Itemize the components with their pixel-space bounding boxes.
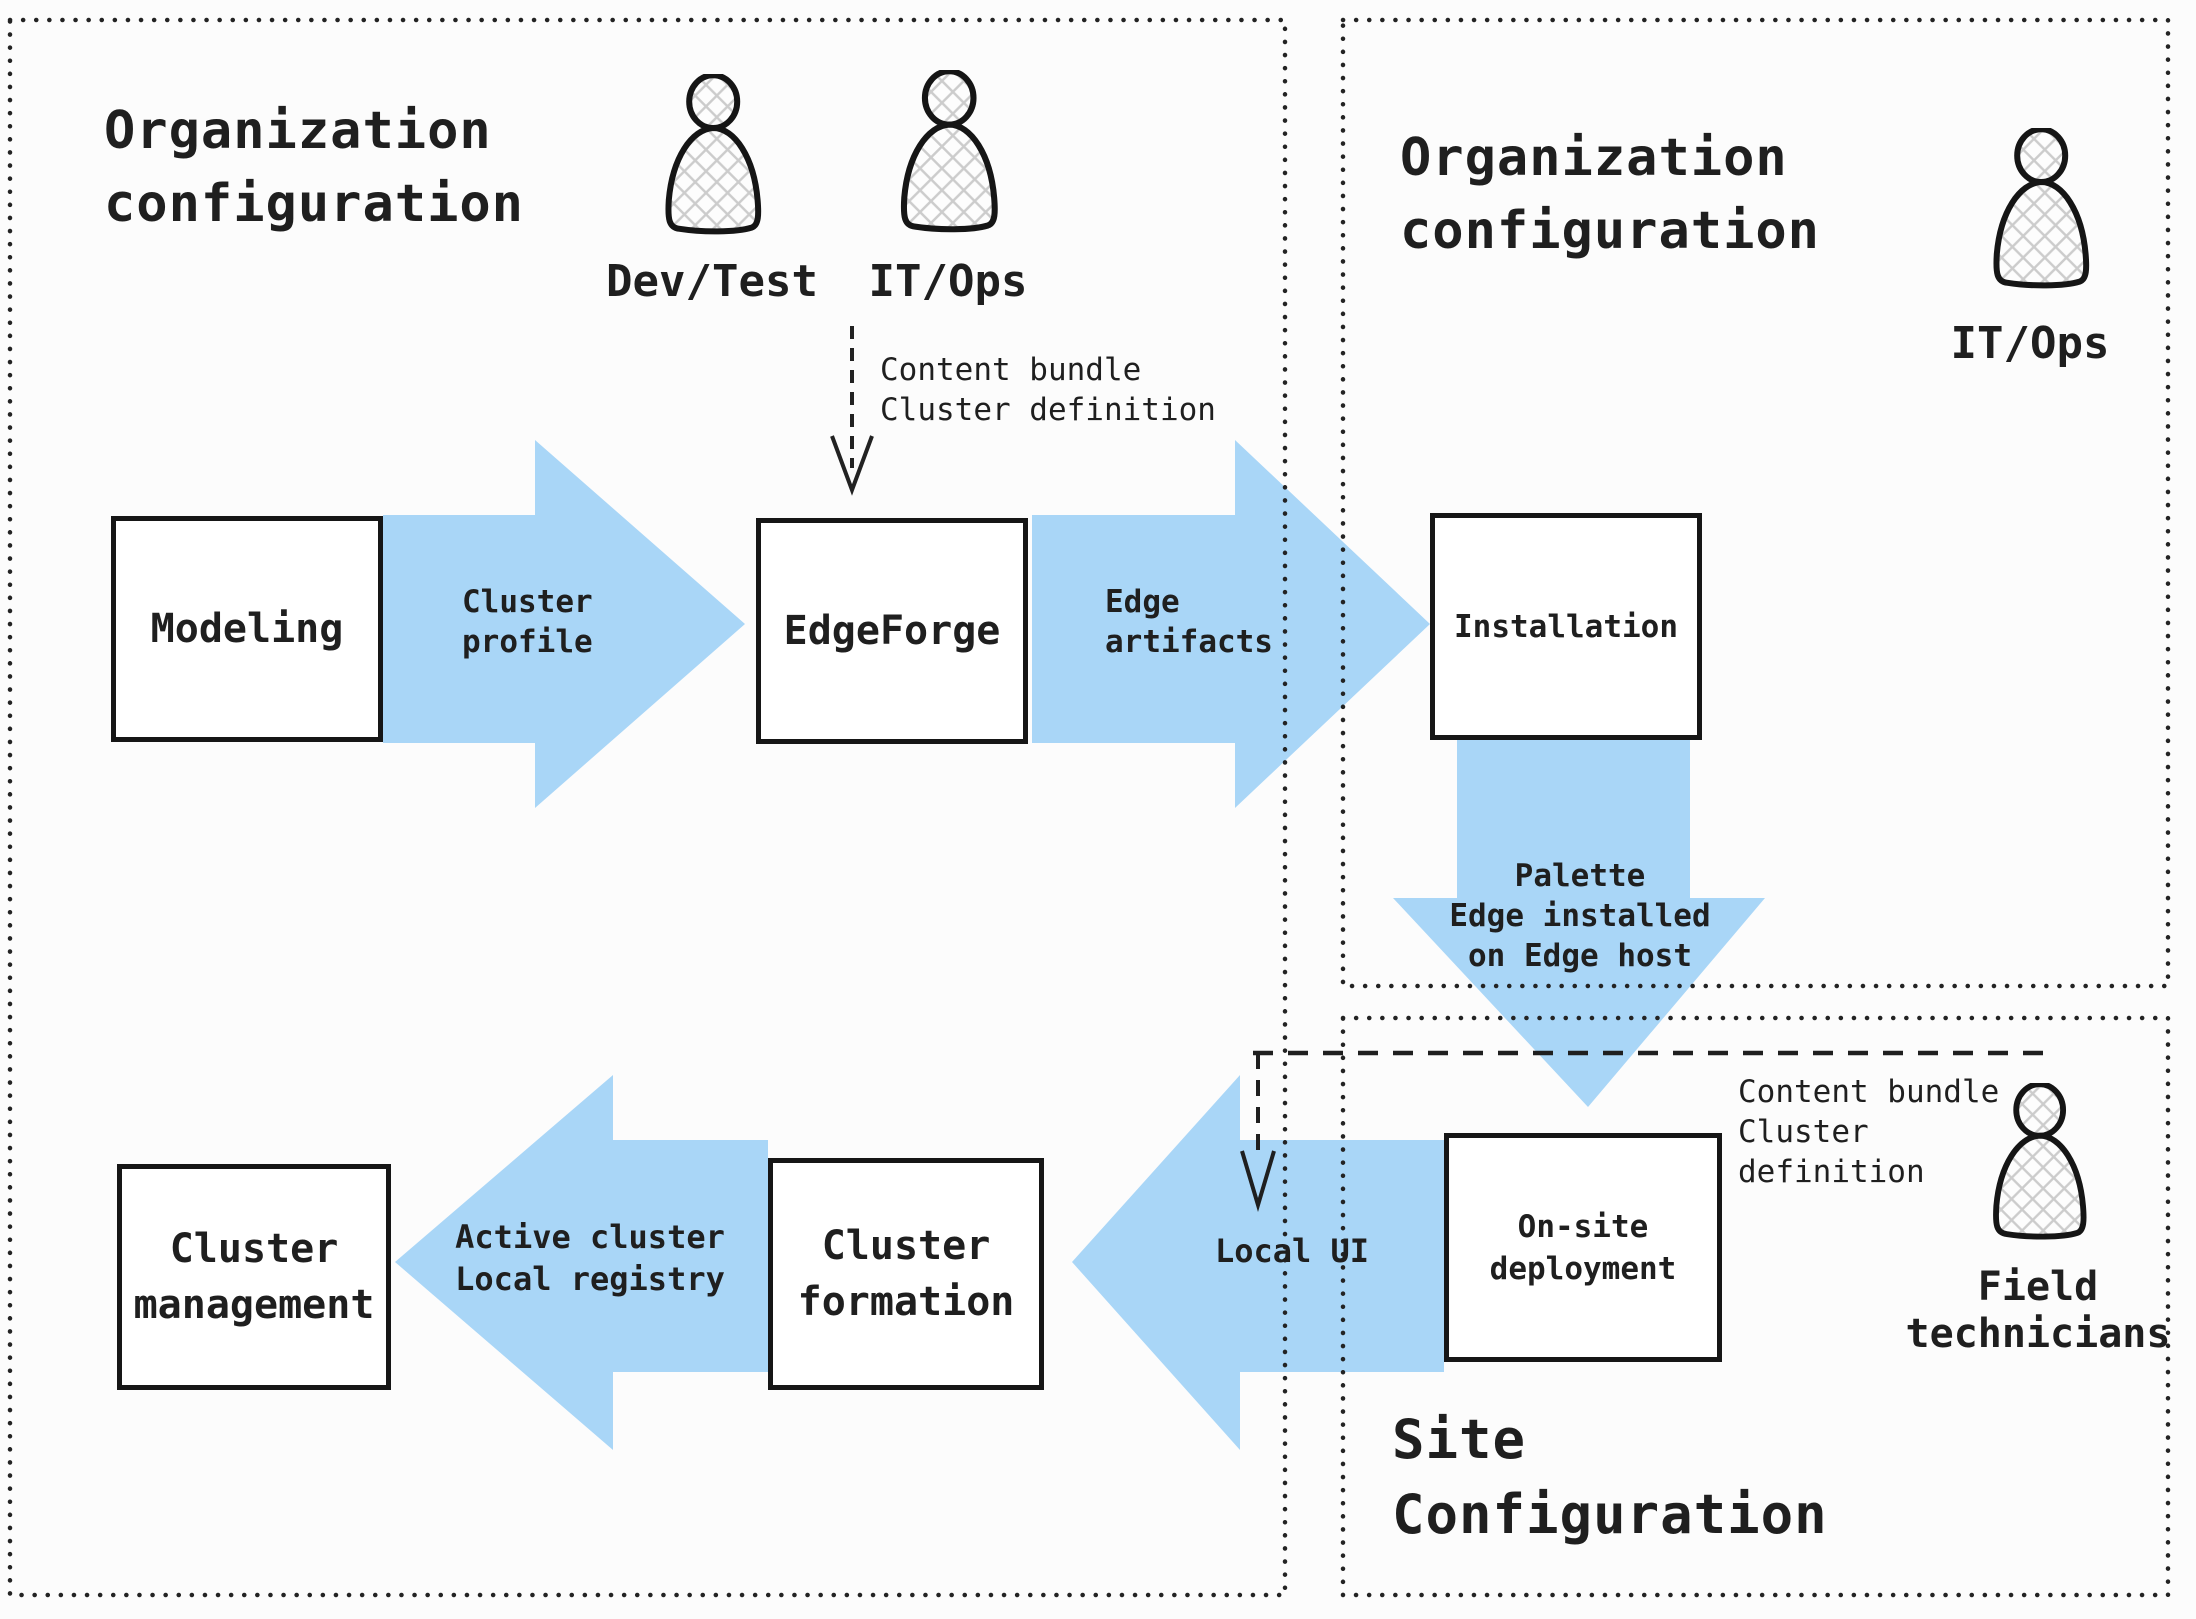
content-bundle-site-note: Content bundle Cluster definition: [1738, 1074, 2000, 1190]
node-edgeforge-label: EdgeForge: [783, 608, 1001, 654]
field-technicians-label: Field technicians: [1905, 1264, 2171, 1357]
node-installation-label: Installation: [1454, 608, 1678, 645]
edge-artifacts-label: Edge artifacts: [1105, 584, 1273, 660]
content-bundle-dashed-arrow: [830, 326, 874, 496]
it-ops-right-label: IT/Ops: [1950, 318, 2110, 369]
node-cluster-management: Cluster management: [117, 1164, 391, 1390]
active-cluster-label: Active cluster Local registry: [455, 1218, 725, 1298]
node-cluster-formation: Cluster formation: [768, 1158, 1044, 1390]
it-ops-person-icon: [884, 70, 1012, 240]
palette-edge-label: Palette Edge installed on Edge host: [1449, 858, 1711, 974]
dev-test-person-icon: [649, 74, 775, 242]
node-onsite-deployment-label: On-site deployment: [1489, 1208, 1677, 1287]
org-config-right-title: Organization configuration: [1400, 128, 1820, 261]
cluster-profile-label: Cluster profile: [462, 584, 593, 660]
org-config-left-title: Organization configuration: [104, 101, 524, 234]
node-modeling-label: Modeling: [150, 606, 344, 652]
node-cluster-management-label: Cluster management: [133, 1226, 375, 1328]
it-ops-label: IT/Ops: [868, 256, 1028, 307]
local-ui-label: Local UI: [1214, 1232, 1370, 1270]
node-edgeforge: EdgeForge: [756, 518, 1028, 744]
node-modeling: Modeling: [111, 516, 383, 742]
content-bundle-top-note: Content bundle Cluster definition: [880, 352, 1216, 428]
node-cluster-formation-label: Cluster formation: [797, 1223, 1015, 1325]
it-ops-right-person-icon: [1979, 128, 2101, 296]
site-config-title: Site Configuration: [1392, 1408, 1828, 1546]
node-installation: Installation: [1430, 513, 1702, 740]
